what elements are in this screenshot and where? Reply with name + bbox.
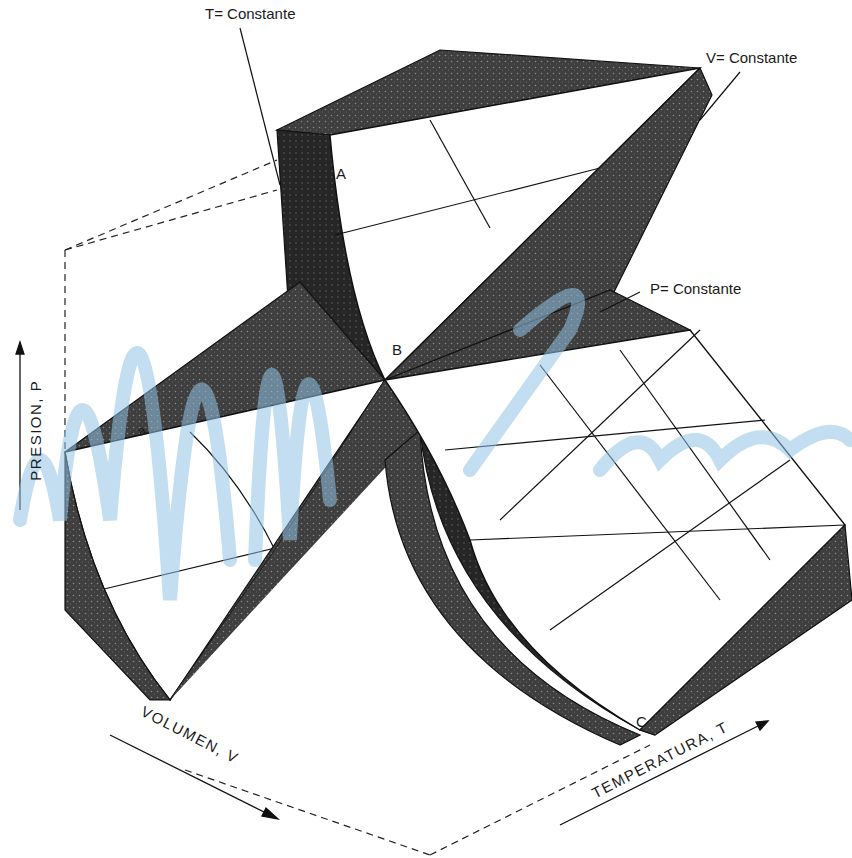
point-label: A bbox=[336, 166, 346, 183]
isotherm-label: T= Constante bbox=[205, 6, 295, 23]
isochore-label: V= Constante bbox=[706, 50, 797, 67]
point-label: B bbox=[392, 342, 402, 359]
point-label: C bbox=[636, 714, 647, 731]
axis-label: PRESION, P bbox=[28, 380, 45, 481]
isobar-label: P= Constante bbox=[650, 281, 741, 298]
